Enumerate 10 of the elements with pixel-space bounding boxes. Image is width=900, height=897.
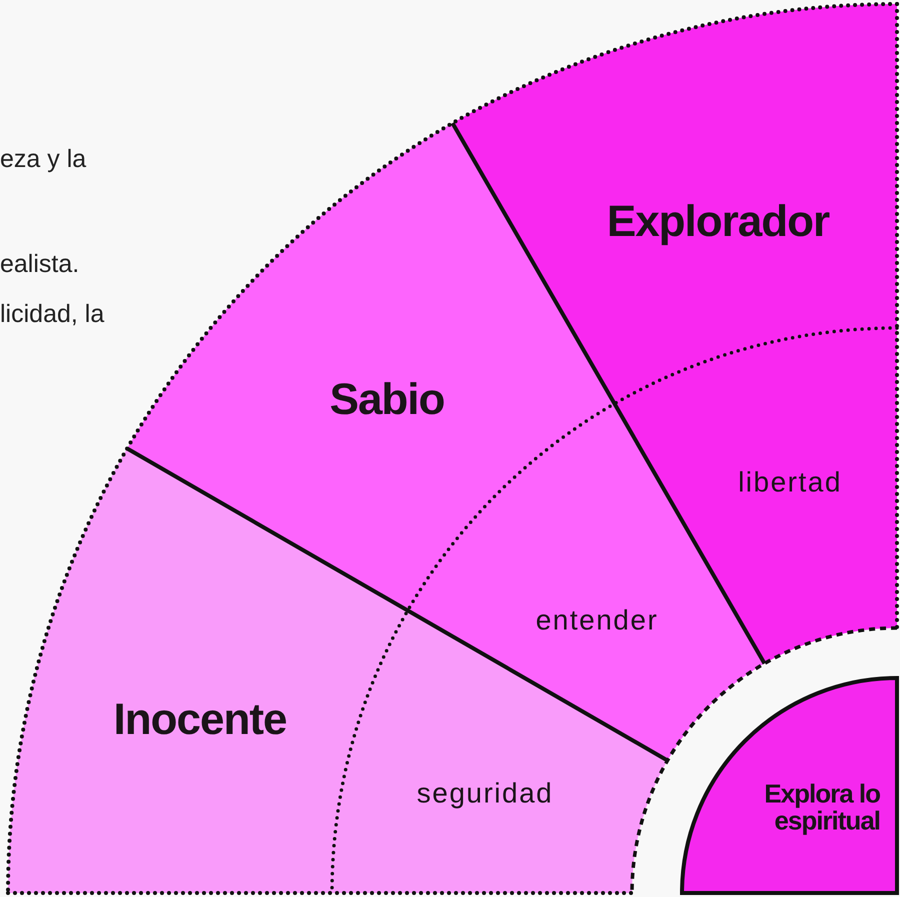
core-label: Explora lo espiritual (763, 780, 880, 836)
archetype-label: Inocente (114, 696, 286, 744)
value-label: entender (536, 605, 658, 635)
value-label: seguridad (416, 778, 554, 808)
archetype-label: Explorador (606, 198, 830, 246)
value-label: libertad (738, 467, 842, 497)
text-fragment: ealista. (0, 250, 80, 279)
archetype-label: Sabio (330, 376, 444, 424)
text-fragment: eza y la (0, 145, 86, 174)
text-fragment: licidad, la (0, 300, 104, 329)
